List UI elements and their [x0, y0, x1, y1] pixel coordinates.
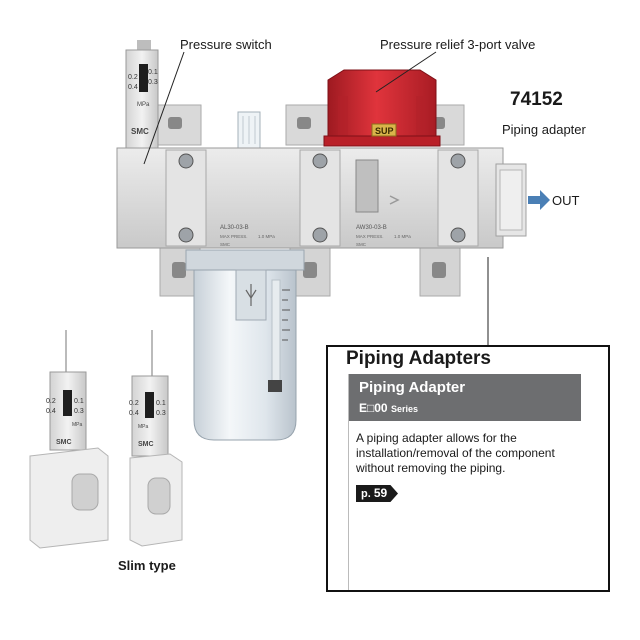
regulator-knob: [237, 111, 261, 149]
pressure-switch-leader: [143, 51, 185, 165]
page-ref-number: 59: [373, 486, 388, 500]
svg-text:SMC: SMC: [356, 242, 367, 247]
series-code: E□00: [359, 401, 388, 415]
svg-text:1.0 MPa: 1.0 MPa: [394, 234, 411, 239]
piping-adapters-panel: Piping Adapters Piping Adapter E□00 Seri…: [326, 345, 610, 592]
slim-type-label: Slim type: [118, 558, 176, 573]
svg-text:0.1: 0.1: [156, 400, 166, 407]
page-ref-prefix: p.: [361, 488, 371, 500]
pressure-switch-label: Pressure switch: [180, 37, 272, 52]
part-number: 74152: [510, 89, 563, 110]
relief-valve-leader: [375, 51, 437, 93]
modular-body: AL30-03-B MAX PRESS. 1.0 MPa AW30-03-B M…: [116, 147, 527, 249]
piping-adapter-label: Piping adapter: [502, 122, 586, 137]
svg-text:SMC: SMC: [138, 441, 154, 448]
series-word: Series: [390, 404, 418, 414]
svg-text:0.4: 0.4: [128, 84, 138, 91]
panel-divider: [348, 374, 349, 590]
filter-bowl: [185, 249, 305, 441]
svg-text:MAX PRESS.: MAX PRESS.: [356, 234, 384, 239]
relief-valve-label: Pressure relief 3-port valve: [380, 37, 536, 52]
slim-type-pressure-switch: 0.2 0.1 0.4 0.3 MPa SMC: [129, 330, 183, 547]
svg-text:AW30-03-B: AW30-03-B: [356, 225, 387, 231]
svg-text:0.4: 0.4: [129, 410, 139, 417]
svg-text:0.4: 0.4: [46, 408, 56, 415]
svg-text:MPa: MPa: [72, 422, 83, 428]
svg-text:SUP: SUP: [375, 126, 394, 136]
svg-text:SMC: SMC: [220, 242, 231, 247]
svg-text:0.1: 0.1: [148, 69, 158, 76]
panel-heading: Piping Adapters: [346, 348, 491, 369]
svg-text:0.2: 0.2: [128, 74, 138, 81]
svg-text:0.2: 0.2: [46, 398, 56, 405]
page-reference-tag: p. 59: [356, 485, 398, 502]
svg-text:MPa: MPa: [138, 424, 149, 430]
svg-text:MPa: MPa: [137, 102, 150, 108]
panel-banner: Piping Adapter E□00 Series: [349, 374, 581, 421]
out-port-label: OUT: [552, 193, 580, 208]
standalone-pressure-switch: 0.2 0.1 0.4 0.3 MPa SMC: [29, 330, 109, 549]
svg-text:0.3: 0.3: [156, 410, 166, 417]
svg-text:SMC: SMC: [131, 127, 149, 136]
pressure-relief-valve: SUP: [323, 69, 441, 147]
banner-title: Piping Adapter: [359, 379, 466, 396]
banner-series: E□00 Series: [359, 401, 418, 415]
panel-description: A piping adapter allows for the installa…: [356, 431, 555, 475]
svg-text:MAX PRESS.: MAX PRESS.: [220, 234, 248, 239]
svg-text:0.2: 0.2: [129, 400, 139, 407]
out-arrow: [528, 190, 550, 210]
svg-text:0.3: 0.3: [74, 408, 84, 415]
svg-text:0.3: 0.3: [148, 79, 158, 86]
svg-text:AL30-03-B: AL30-03-B: [220, 225, 249, 231]
svg-text:1.0 MPa: 1.0 MPa: [258, 234, 275, 239]
pressure-switch: 0.2 0.1 0.4 0.3 MPa SMC: [125, 40, 159, 151]
svg-text:0.1: 0.1: [74, 398, 84, 405]
svg-text:SMC: SMC: [56, 439, 72, 446]
